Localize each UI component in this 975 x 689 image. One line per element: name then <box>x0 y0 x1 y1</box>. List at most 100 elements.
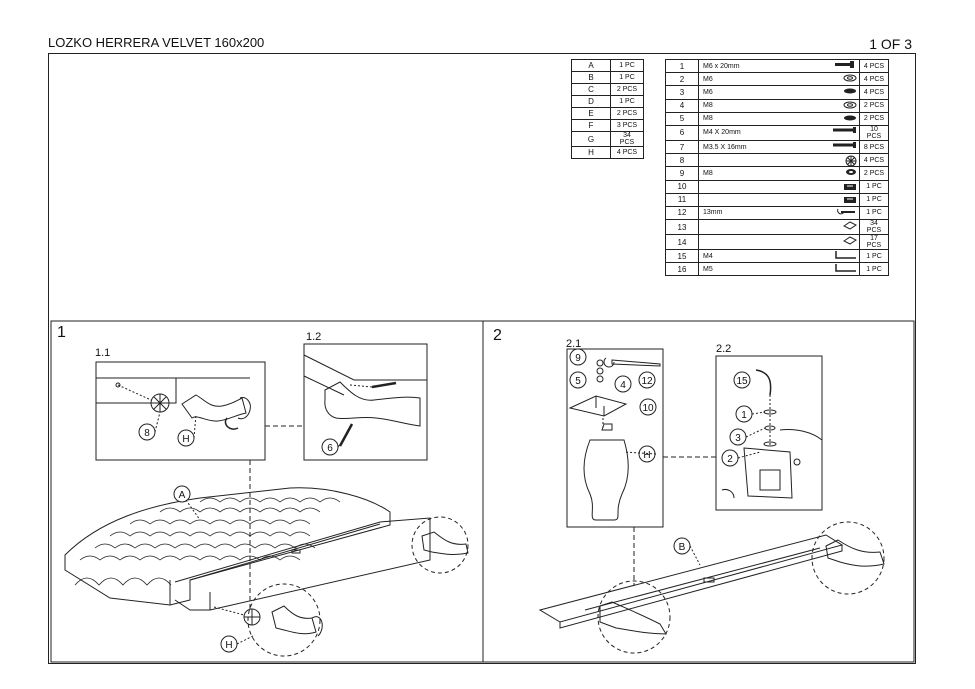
hardware-desc-text: M8 <box>703 102 713 110</box>
detail-2-2-box <box>715 355 823 511</box>
leg-h-shape <box>181 394 247 422</box>
step-1-1-label: 1.1 <box>95 347 111 359</box>
callout-h3-text: H <box>643 450 650 461</box>
wrench-icon <box>837 208 857 218</box>
corner-plate-icon <box>568 395 628 417</box>
part-qty: 4 PCS <box>610 146 644 159</box>
step-1-label: 1 <box>57 324 66 341</box>
washer-icon <box>843 101 857 111</box>
hardware-qty: 1 PC <box>859 179 889 194</box>
callout-a <box>173 485 191 503</box>
clip-icon <box>843 221 857 232</box>
washer-icon <box>843 74 857 84</box>
hardware-desc-text: M5 <box>703 265 713 273</box>
sheet-frame <box>48 53 916 664</box>
plate-icon <box>843 195 857 206</box>
leg-button-icon <box>150 393 170 413</box>
callout-15-text: 15 <box>736 376 748 387</box>
hardware-number: 4 <box>665 98 699 113</box>
callout-h2-text: H <box>225 640 232 651</box>
detail-1-2-box <box>303 343 428 461</box>
screw-icon <box>833 141 857 150</box>
plate-icon <box>843 182 857 193</box>
hardware-qty: 4 PCS <box>859 153 889 168</box>
hardware-description: M6 <box>698 72 860 87</box>
hardware-number: 2 <box>665 72 699 87</box>
headboard-a <box>64 487 431 611</box>
hardware-desc-text: 13mm <box>703 209 723 217</box>
callout-b-text: B <box>679 542 686 553</box>
hardware-description: M6 x 20mm <box>698 58 860 74</box>
step-2-label: 2 <box>493 327 502 344</box>
callout-12-text: 12 <box>641 376 653 387</box>
callout-4 <box>614 375 632 393</box>
wrench-icon <box>603 357 661 368</box>
hardware-number: 1 <box>665 58 699 74</box>
hardware-desc-text: M6 <box>703 88 713 96</box>
callout-6-text: 6 <box>327 443 333 454</box>
detail-2-1-box <box>566 348 664 528</box>
detail-1-1-box <box>95 361 266 461</box>
screw-icon <box>338 381 397 447</box>
screw-icon <box>833 126 857 135</box>
step-2-panel <box>482 320 915 663</box>
button-icon <box>845 155 857 169</box>
spring-washer-icon <box>843 114 857 124</box>
step-1-2-label: 1.2 <box>306 331 322 343</box>
hardware-description: 13mm <box>698 205 860 221</box>
callout-9 <box>569 348 587 366</box>
callout-10-text: 10 <box>642 403 654 414</box>
callout-12 <box>638 371 656 389</box>
hardware-desc-text: M8 <box>703 115 713 123</box>
callout-15 <box>733 371 751 389</box>
callout-8-text: 8 <box>144 428 150 439</box>
hardware-qty: 2 PCS <box>859 111 889 126</box>
allen-key-icon <box>835 264 857 275</box>
hardware-number: 3 <box>665 85 699 100</box>
bolt-icon <box>835 61 857 70</box>
hardware-qty: 4 PCS <box>859 72 889 87</box>
hardware-row: 4 M8 2 PCS <box>665 98 889 113</box>
allen-key-icon <box>835 251 857 262</box>
nut-icon <box>845 168 857 178</box>
spring-washer-icon <box>843 87 857 97</box>
document-title: LOZKO HERRERA VELVET 160x200 <box>48 35 265 50</box>
callout-10 <box>639 398 657 416</box>
callout-h-text: H <box>182 434 189 445</box>
callout-a-text: A <box>179 490 186 501</box>
hardware-desc-text: M4 <box>703 252 713 260</box>
leg-h-shape-2 <box>324 381 421 427</box>
hardware-qty: 2 PCS <box>859 98 889 113</box>
nut-icon <box>596 359 604 383</box>
step-2-2-label: 2.2 <box>716 343 732 355</box>
hardware-qty: 1 PC <box>859 192 889 207</box>
step-1-panel <box>50 320 484 663</box>
hardware-row: 1 M6 x 20mm 4 PCS <box>665 58 889 74</box>
step-2-1-label: 2.1 <box>566 338 582 350</box>
callout-5-text: 5 <box>575 376 581 387</box>
hardware-description: M6 <box>698 85 860 100</box>
leg-h-turned <box>583 439 629 521</box>
hardware-qty: 4 PCS <box>859 58 889 74</box>
callout-4-text: 4 <box>620 380 626 391</box>
callout-2-text: 2 <box>727 454 733 465</box>
hardware-desc-text: M6 x 20mm <box>703 62 740 70</box>
callout-3-text: 3 <box>735 433 741 444</box>
hardware-description: M8 <box>698 111 860 126</box>
hardware-qty: 1 PC <box>859 205 889 221</box>
hardware-description: M8 <box>698 98 860 113</box>
hardware-qty: 1 PC <box>859 262 889 277</box>
base-frame-b <box>538 534 844 629</box>
callout-5 <box>569 371 587 389</box>
